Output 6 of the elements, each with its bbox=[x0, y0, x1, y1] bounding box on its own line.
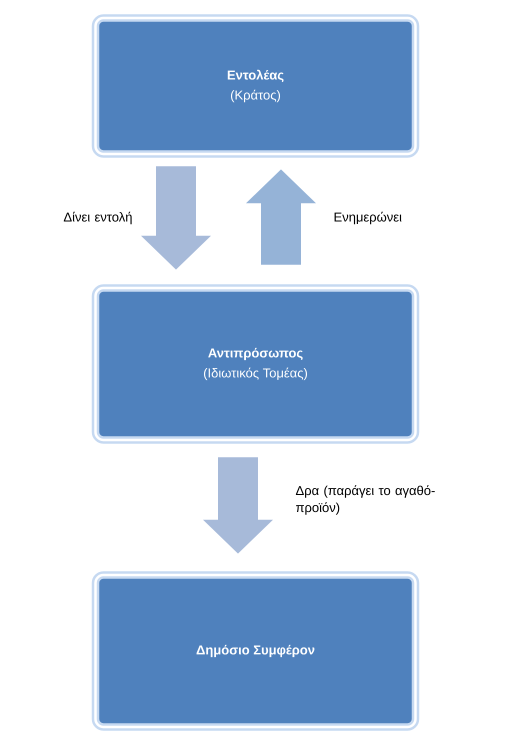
process-box: Δημόσιο Συμφέρον bbox=[92, 571, 420, 731]
edge-label: Δίνει εντολή bbox=[64, 212, 132, 224]
edge-label: Ενημερώνει bbox=[334, 212, 402, 224]
process-box: Εντολέας (Κράτος) bbox=[92, 14, 420, 158]
edge-label: Δρα (παράγει το αγαθό-προϊόν) bbox=[296, 485, 435, 515]
process-box: Αντιπρόσωπος (Ιδιωτικός Τομέας) bbox=[92, 284, 420, 444]
